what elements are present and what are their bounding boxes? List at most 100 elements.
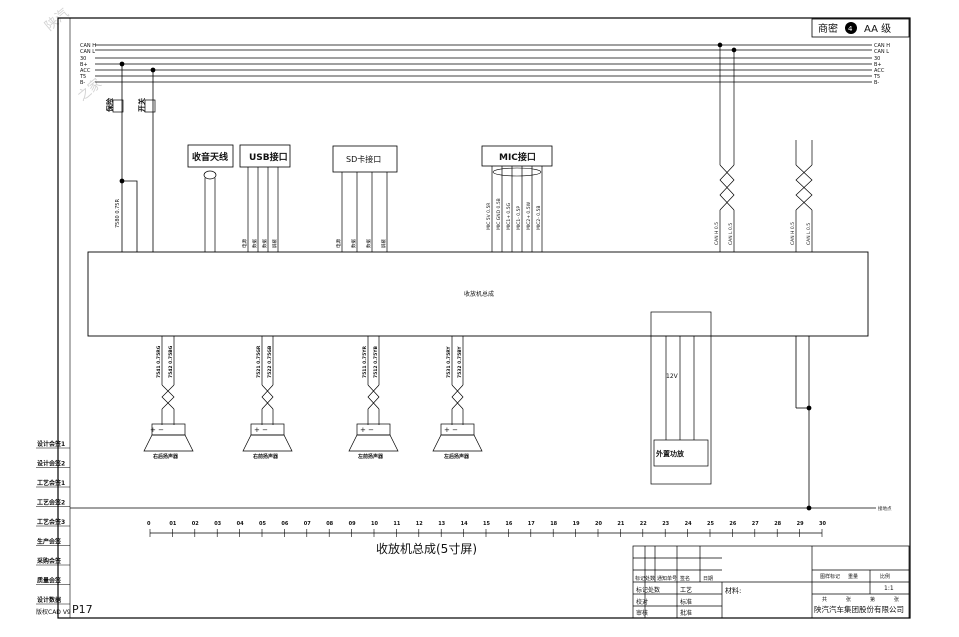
mic-port-box: MIC接口	[481, 145, 553, 252]
watermark: 陕汽 之家	[42, 6, 104, 105]
grade-circle-icon	[845, 22, 857, 34]
speaker-3	[348, 336, 399, 452]
signature-label: 生产会签	[37, 538, 62, 546]
company-name: 陕汽汽车集团股份有限公司	[814, 604, 904, 614]
tb-row: 批准	[680, 609, 692, 617]
grade-label: 商密	[818, 22, 838, 35]
wire-label-main: 7580 0.75R	[115, 199, 121, 228]
ruler-tick-label: 0	[147, 521, 151, 527]
mic-wire-labels: MIC 5V 0.5R MIC GND 0.5B MIC1+ 0.5G MIC1…	[486, 198, 542, 230]
signature-label: 工艺会签2	[37, 499, 65, 507]
tb-row: 标准	[680, 598, 692, 606]
title-block	[632, 545, 910, 619]
tb-header: 通知单号	[657, 575, 677, 582]
speaker-plus: + −	[254, 426, 268, 434]
tb-sheet: 张	[846, 596, 851, 603]
security-grade-box: 商密 4 AA 级	[811, 18, 910, 38]
wire-label: 数据	[350, 239, 357, 248]
ruler-tick-label: 06	[281, 521, 288, 527]
ruler-tick-label: 30	[819, 521, 826, 527]
tb-row: 工艺	[680, 586, 692, 594]
wire-label: 数据	[365, 239, 372, 248]
mic-port-label: MIC接口	[499, 151, 536, 163]
grade-num: 4	[848, 25, 853, 33]
ruler-tick-label: 05	[259, 521, 266, 527]
wire-label: 7522 0.75GB	[267, 345, 273, 378]
ruler-tick-label: 23	[662, 521, 669, 527]
speaker-4	[432, 336, 483, 452]
wire-label: 7521 0.75GR	[256, 345, 262, 378]
tb-row: 审核	[636, 609, 648, 617]
tb-sheet: 共	[822, 596, 827, 603]
tb-row: 校对	[636, 598, 648, 606]
tb-right-header: 重量	[848, 573, 858, 580]
ruler-tick-label: 07	[304, 521, 311, 527]
ruler-tick-label: 03	[214, 521, 221, 527]
power-bus	[95, 44, 872, 83]
usb-port-box: USB接口	[239, 144, 291, 252]
ruler-tick-label: 11	[393, 521, 400, 527]
tb-header: 日期	[703, 576, 713, 582]
speaker-2	[242, 336, 293, 452]
speaker-labels: 右后扬声器 右前扬声器 左前扬声器 左后扬声器	[152, 453, 470, 460]
speaker-label: 左前扬声器	[357, 453, 384, 460]
wire-label: MIC 5V 0.5R	[486, 203, 492, 230]
bus-label: T5	[79, 74, 86, 80]
wire-label: MIC1+ 0.5G	[506, 202, 512, 230]
bus-label: CAN H	[80, 43, 96, 49]
tb-material: 材料:	[725, 586, 741, 595]
ground-line	[70, 336, 876, 511]
wire-label: MIC2+ 0.5W	[526, 201, 532, 230]
bus-label: ACC	[80, 68, 91, 74]
sd-card-label: SD卡接口	[346, 154, 381, 164]
bus-label: CAN L	[80, 49, 95, 55]
tb-sheet: 张	[894, 596, 899, 603]
ground-label: 接地点	[878, 505, 892, 512]
ruler-tick-label: 18	[550, 521, 557, 527]
tb-sheet: 第	[870, 596, 875, 603]
wire-label: CAN H 0.5	[790, 222, 796, 245]
radio-antenna-label: 收音天线	[192, 151, 228, 163]
wire-label: 7532 0.75BY	[457, 346, 463, 378]
wire-label: MIC GND 0.5B	[496, 198, 502, 230]
bus-label: CAN H	[874, 43, 890, 49]
tb-scale: 1:1	[884, 585, 894, 592]
bus-label: B+	[874, 62, 882, 68]
fuse-label: 保险	[105, 97, 114, 113]
can-twisted-pair-1	[717, 42, 737, 252]
bus-label: B+	[80, 62, 88, 68]
wire-label: 电源	[335, 239, 342, 248]
grade-level: AA 级	[864, 23, 891, 35]
tb-row: 标记处数	[636, 586, 660, 594]
ruler-tick-label: 15	[483, 521, 490, 527]
tb-right-header: 比例	[880, 573, 890, 580]
ruler-tick-label: 19	[573, 521, 580, 527]
bus-label: 30	[80, 56, 86, 62]
ruler-tick-label: 25	[707, 521, 714, 527]
watermark-text-1: 陕汽	[42, 6, 72, 34]
diagram-title: 收放机总成(5寸屏)	[376, 541, 477, 556]
main-unit-box: 收放机总成	[87, 251, 869, 337]
wire-label: 屏蔽	[271, 239, 278, 248]
ruler-tick-label: 09	[349, 521, 356, 527]
wire-label: 电源	[241, 239, 248, 248]
signature-label: 采购会签	[37, 557, 62, 565]
ruler-tick-label: 28	[774, 521, 781, 527]
wire-label: 7511 0.75YR	[362, 346, 368, 378]
wire-label: 7541 0.75RG	[156, 345, 162, 378]
fuse-icon	[112, 99, 124, 113]
main-unit-label: 收放机总成	[464, 290, 494, 298]
tb-header: 签名	[680, 575, 690, 582]
speaker-plus: + −	[444, 426, 458, 434]
wire-label: 数据	[261, 239, 268, 248]
speaker-plus: + −	[360, 426, 374, 434]
inner-border	[69, 17, 911, 619]
can-wire-labels: CAN H 0.5 CAN L 0.5 CAN H 0.5 CAN L 0.5	[714, 222, 812, 245]
wire-label: 7512 0.75YB	[373, 346, 379, 378]
wire-label: CAN L 0.5	[806, 223, 812, 245]
wire-label: 数据	[251, 239, 258, 248]
speaker-label: 左后扬声器	[443, 453, 470, 460]
sd-wire-labels: 电源 数据 数据 屏蔽	[335, 239, 387, 248]
ruler-tick-label: 20	[595, 521, 602, 527]
